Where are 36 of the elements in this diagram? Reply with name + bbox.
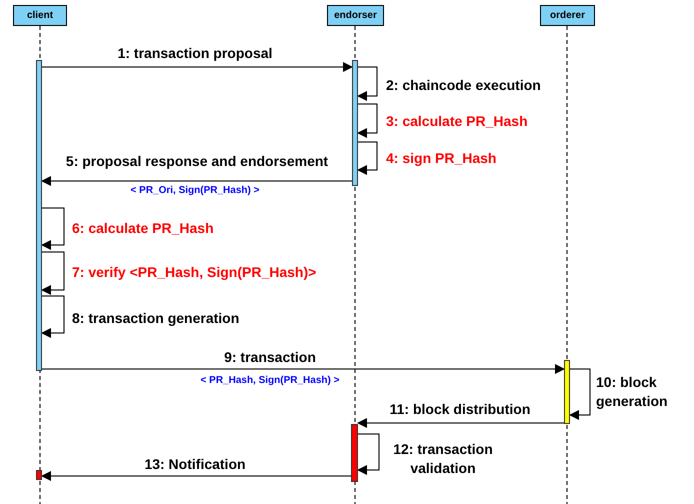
message-arrow	[41, 296, 64, 338]
participant-box: endorser	[327, 5, 384, 26]
message-label: 4: sign PR_Hash	[386, 149, 496, 168]
message-label: 12: transaction validation	[392, 440, 494, 478]
message-label: 8: transaction generation	[72, 309, 240, 328]
message-arrow	[42, 364, 565, 374]
message-arrow	[41, 176, 352, 186]
activation-bar	[564, 360, 570, 424]
activation-bar	[36, 60, 42, 371]
message-label: 9: transaction	[223, 348, 317, 367]
message-arrow	[357, 66, 378, 101]
participant-box: client	[13, 5, 67, 26]
message-label: 2: chaincode execution	[386, 76, 541, 95]
activation-bar	[352, 60, 358, 186]
activation-bar	[351, 424, 358, 482]
message-label: 3: calculate PR_Hash	[386, 112, 528, 131]
message-arrow	[569, 368, 590, 420]
payload-label: < PR_Hash, Sign(PR_Hash) >	[200, 375, 340, 386]
message-arrow	[357, 434, 380, 475]
message-label: 13: Notification	[143, 455, 247, 474]
message-arrow	[41, 471, 352, 481]
activation-bar	[36, 470, 42, 480]
message-label: 7: verify <PR_Hash, Sign(PR_Hash)>	[72, 263, 316, 282]
message-arrow	[357, 418, 564, 428]
payload-label: < PR_Ori, Sign(PR_Hash) >	[130, 185, 260, 196]
message-label: 5: proposal response and endorsement	[64, 152, 330, 171]
message-label: 10: block generation	[596, 373, 669, 411]
message-label: 11: block distribution	[388, 400, 532, 419]
message-arrow	[42, 62, 353, 72]
message-arrow	[357, 104, 378, 138]
message-arrow	[41, 208, 64, 250]
participant-box: orderer	[540, 5, 595, 26]
message-arrow	[357, 142, 378, 175]
message-label: 6: calculate PR_Hash	[72, 219, 214, 238]
message-arrow	[41, 252, 64, 295]
message-label: 1: transaction proposal	[116, 44, 274, 63]
